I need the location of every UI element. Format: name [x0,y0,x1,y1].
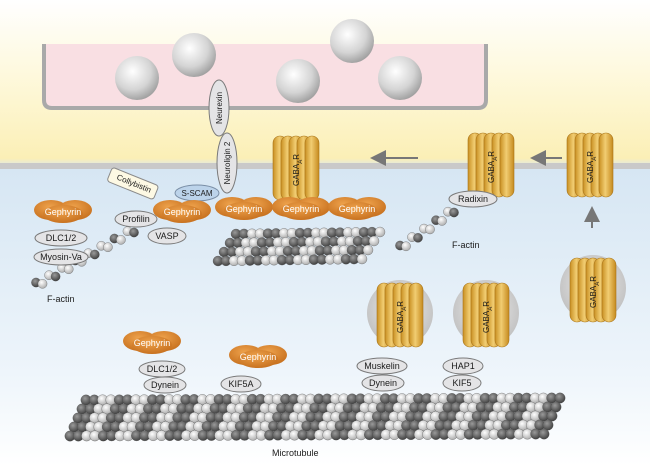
hap1-protein: HAP1 [442,357,484,375]
radixin-protein: Radixin [448,190,498,208]
gephyrin-label: Gephyrin [134,338,171,348]
neuroligin-label: Neuroligin 2 [223,141,232,184]
kif5a-label: KIF5A [228,379,253,389]
postsynaptic-membrane [0,163,650,169]
microtubule-label: Microtubule [272,448,319,458]
gabaa-receptor-vesicle-hap1: GABAAR [453,280,519,348]
gabaa-receptor-label: GABAAR [487,151,499,183]
s-scam-protein: S-SCAM [174,184,220,202]
gabaa-receptor-extrasynaptic-far: GABAAR [566,132,614,198]
kif5a-protein: KIF5A [220,375,262,393]
neurexin-protein: Neurexin [208,79,230,137]
vesicle [378,56,422,100]
gabaa-receptor-label: GABAAR [586,151,598,183]
radixin-label: Radixin [458,194,488,204]
dynein-left-label: Dynein [151,380,179,390]
kif5-protein: KIF5 [442,374,482,392]
myosin-va-protein: Myosin-Va [33,248,89,266]
dynein-right-label: Dynein [369,378,397,388]
hap1-label: HAP1 [451,361,475,371]
neurexin-label: Neurexin [215,92,224,124]
dlc-protein-lower: DLC1/2 [138,360,186,378]
myosin-label: Myosin-Va [40,252,82,262]
vasp-protein: VASP [147,227,187,245]
gephyrin-synaptic-3: Gephyrin [328,197,386,220]
vesicle [330,19,374,63]
gephyrin-kif5a: Gephyrin [229,345,287,368]
muskelin-label: Muskelin [364,361,400,371]
dlc-lower-label: DLC1/2 [147,364,178,374]
gephyrin-synaptic-1: Gephyrin [215,197,273,220]
vasp-label: VASP [155,231,178,241]
dynein-protein-left: Dynein [143,376,187,394]
gabaa-receptor-vesicle-right: GABAAR [560,255,626,323]
gabaa-receptor-vesicle-muskelin: GABAAR [367,280,433,348]
gabaa-receptor-extrasynaptic-radixin: GABAAR [467,132,515,198]
gephyrin-label: Gephyrin [226,204,263,214]
s-scam-label: S-SCAM [181,189,212,198]
gephyrin-label: Gephyrin [164,207,201,217]
dynein-protein-right: Dynein [361,374,405,392]
gephyrin-label: Gephyrin [240,352,277,362]
gabaa-receptor-label: GABAAR [482,301,494,333]
gabaa-receptor-label: GABAAR [589,276,601,308]
gephyrin-label: Gephyrin [339,204,376,214]
dlc-protein-upper: DLC1/2 [34,229,88,247]
gabaa-receptor-label: GABAAR [292,154,304,186]
gabaa-receptor-label: GABAAR [396,301,408,333]
gephyrin-left: Gephyrin [34,200,92,223]
gephyrin-label: Gephyrin [45,207,82,217]
neuroligin-protein: Neuroligin 2 [216,132,238,194]
muskelin-protein: Muskelin [356,357,408,375]
dlc-label: DLC1/2 [46,233,77,243]
microtubule-filament [64,392,566,442]
f-actin-filament-right [395,206,459,252]
profilin-label: Profilin [122,214,150,224]
presynaptic-terminal [42,44,488,110]
gephyrin-profilin: Gephyrin [153,200,211,223]
f-actin-label-left: F-actin [47,294,75,304]
vesicle [172,33,216,77]
f-actin-label-right: F-actin [452,240,480,250]
postsynaptic-filament-lattice [212,226,386,267]
gabaa-receptor-synaptic: GABAAR [272,135,320,201]
kif5-label: KIF5 [452,378,471,388]
profilin-protein: Profilin [114,210,158,228]
vesicle [276,59,320,103]
gephyrin-label: Gephyrin [283,204,320,214]
synaptic-vesicles [115,19,422,103]
gephyrin-synaptic-2: Gephyrin [272,197,330,220]
gephyrin-dlc-dynein: Gephyrin [123,331,181,354]
vesicle [115,56,159,100]
